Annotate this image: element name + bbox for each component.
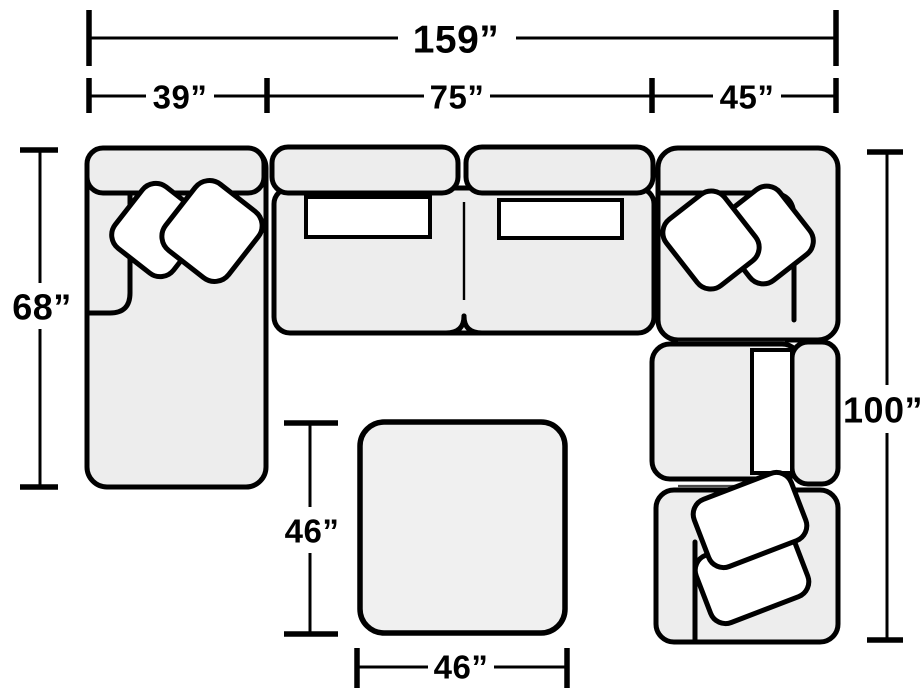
middle-back-cushion-right [463,144,656,196]
dimension-ottoman-width: 46” [354,646,570,688]
dim-label-left-depth: 68” [12,287,72,328]
throw-pillow [660,188,762,292]
dimension-left-depth: 68” [10,147,74,490]
ottoman-outline [357,419,568,636]
dimension-right-depth: 100” [843,149,923,643]
label-mask [280,507,342,553]
dim-label-right-depth: 100” [843,390,923,431]
console-section [649,339,841,488]
label-mask [146,77,214,115]
dim-label-right-width: 45” [720,79,775,116]
label-mask [843,385,923,433]
middle-section [269,144,657,336]
chaise-section [84,145,269,490]
middle-pillow-right [497,198,624,240]
label-mask [398,16,516,60]
dimension-ottoman-depth: 46” [280,420,342,637]
dim-label-middle-width: 75” [430,79,485,116]
label-mask [713,77,781,115]
dim-label-ottoman-depth: 46” [285,513,340,550]
dimension-total-width: 159” [86,10,839,66]
label-mask [428,646,494,688]
label-mask [10,283,74,329]
seat-corner-line [461,313,485,336]
middle-pillow-left [304,195,432,239]
chaise-back-cushion [84,145,267,196]
ottoman [357,419,568,636]
label-mask [424,77,490,115]
dim-label-ottoman-width: 46” [434,649,489,686]
console-back-cushion [789,339,841,487]
middle-back-cushion-left [269,144,461,196]
throw-pillow [159,178,265,284]
dim-label-total-width: 159” [413,19,500,62]
throw-pillow [690,469,810,571]
corner-section [655,145,841,343]
dim-label-left-width: 39” [153,79,208,116]
chaise-arm-line [86,190,133,316]
dimension-section-widths: 39” 75” 45” [86,77,839,116]
console-pillow [750,348,794,475]
end-section [653,469,841,645]
